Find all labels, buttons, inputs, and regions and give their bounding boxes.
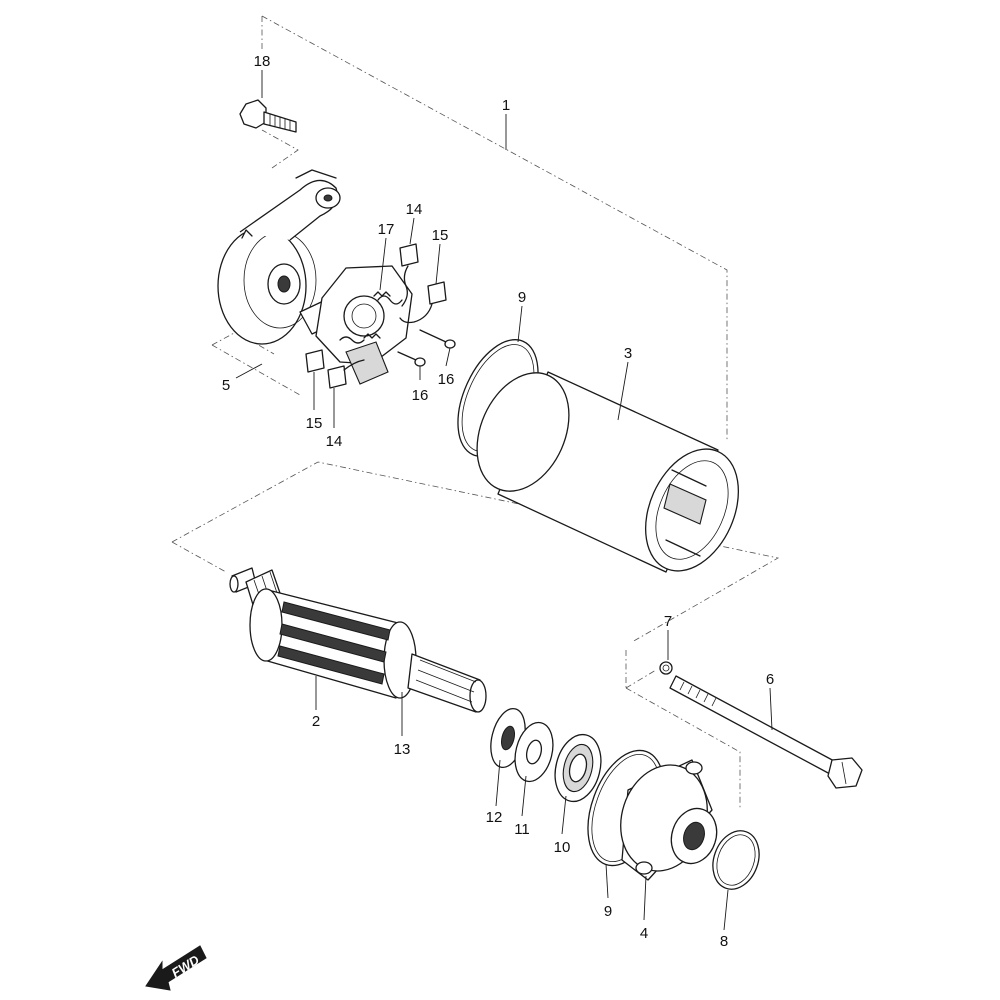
callout-16-lower: 16 xyxy=(412,387,429,404)
callout-17: 17 xyxy=(378,221,395,238)
callout-7: 7 xyxy=(664,613,672,630)
callout-labels: 18 1 14 17 15 9 3 5 16 16 15 14 7 6 2 13… xyxy=(222,53,774,950)
brush-14-upper xyxy=(399,243,419,307)
callout-16-upper: 16 xyxy=(438,371,455,388)
callout-3: 3 xyxy=(624,345,632,362)
leader-lines xyxy=(235,70,773,931)
callout-12: 12 xyxy=(486,809,503,826)
brush-15-lower xyxy=(305,349,325,373)
callout-11: 11 xyxy=(514,821,530,838)
callout-13: 13 xyxy=(394,741,411,758)
brush-holder xyxy=(315,265,413,385)
screw-16-upper xyxy=(419,329,456,349)
end-cover-5 xyxy=(217,169,347,345)
callout-15-lower: 15 xyxy=(306,415,323,432)
callout-14-upper: 14 xyxy=(406,201,423,218)
callout-10: 10 xyxy=(554,839,571,856)
armature-2 xyxy=(229,567,487,713)
brush-14-lower xyxy=(327,359,365,389)
oil-seal-10 xyxy=(554,733,602,803)
callout-8: 8 xyxy=(720,933,728,950)
callout-15-upper: 15 xyxy=(432,227,449,244)
callout-2: 2 xyxy=(312,713,320,730)
callout-14-lower: 14 xyxy=(326,433,343,450)
screw-16-lower xyxy=(397,351,426,367)
callout-5: 5 xyxy=(222,377,230,394)
washer-11 xyxy=(514,721,554,783)
front-bracket-4 xyxy=(620,759,718,881)
callout-1: 1 xyxy=(502,97,510,114)
bolt-18 xyxy=(239,99,297,133)
callout-9-lower: 9 xyxy=(604,903,612,920)
callout-4: 4 xyxy=(640,925,648,942)
fwd-arrow: FWD xyxy=(145,945,207,991)
callout-6: 6 xyxy=(766,671,774,688)
yoke-housing-3 xyxy=(476,371,740,573)
o-ring-8 xyxy=(712,830,760,890)
callout-18: 18 xyxy=(254,53,271,70)
brush-15-upper xyxy=(399,281,447,324)
through-bolt-6 xyxy=(669,675,863,789)
washer-7 xyxy=(659,661,673,675)
callout-9-upper: 9 xyxy=(518,289,526,306)
